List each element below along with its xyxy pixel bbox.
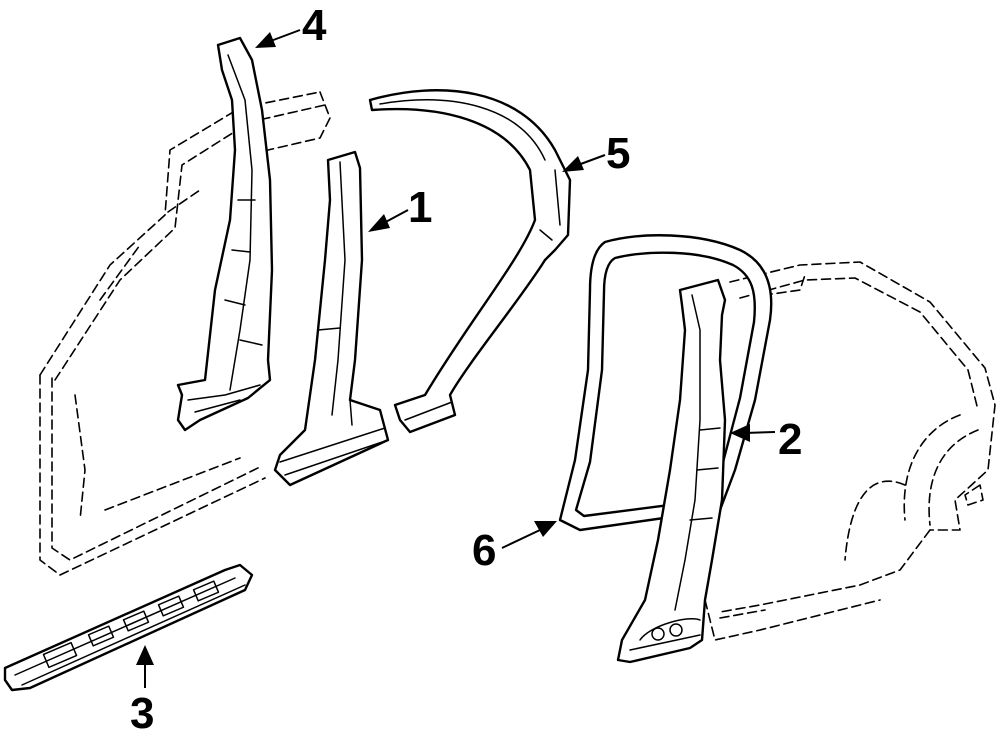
callout-leaders [136, 29, 776, 688]
center-pillar-part-1 [273, 150, 390, 487]
callout-number-2: 2 [778, 415, 802, 464]
arrowhead-1 [368, 214, 390, 232]
arrowhead-6 [534, 521, 557, 537]
rear-pillar-part-2 [616, 278, 727, 664]
arrowhead-4 [255, 32, 276, 48]
arrowhead-5 [562, 156, 584, 172]
callout-number-3: 3 [130, 689, 154, 737]
callout-number-5: 5 [606, 129, 630, 178]
front-pillar-part-4 [176, 36, 274, 432]
leader-line-6 [501, 529, 541, 549]
callout-numbers: 1 2 3 4 5 6 [130, 1, 802, 737]
weatherstrip-part-6 [558, 234, 773, 532]
rocker-panel-part-3 [3, 563, 254, 692]
arrowhead-2 [730, 424, 750, 442]
callout-number-1: 1 [408, 183, 432, 232]
front-body-ghost-outline [39, 91, 331, 576]
leader-line-4 [267, 29, 301, 43]
leader-line-5 [577, 154, 606, 166]
outer-frame-part-5 [368, 89, 572, 434]
callout-number-6: 6 [472, 526, 496, 575]
callout-number-4: 4 [302, 1, 327, 50]
arrowhead-3 [136, 645, 154, 665]
rear-quarter-ghost-outline [704, 261, 996, 641]
